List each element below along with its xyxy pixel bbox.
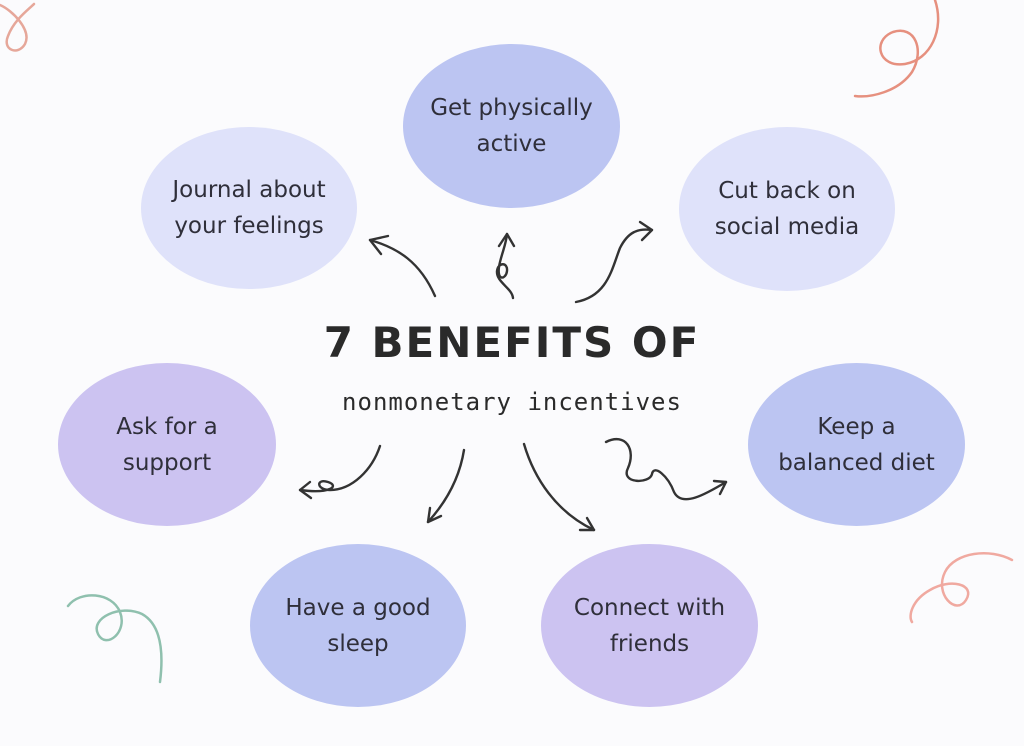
benefit-bubble-get-physically-active: Get physically active [403,44,620,208]
arrow-to-physically-active [495,232,515,300]
coral-squiggle-top-left [0,2,36,52]
pink-squiggle-bottom-right [909,552,1014,624]
diagram-subtitle: nonmonetary incentives [342,388,682,416]
arrow-to-sleep-head [426,506,443,524]
arrow-to-social-media-head [638,220,654,242]
arrow-to-social-media [574,228,654,304]
arrow-to-support-head [298,480,313,500]
benefit-bubble-diet: Keep a balanced diet [748,363,965,526]
arrow-to-friends [522,442,596,532]
coral-squiggle-top-right [853,0,940,98]
benefit-bubble-sleep: Have a good sleep [250,544,466,707]
benefit-bubble-support: Ask for a support [58,363,276,526]
arrow-to-diet [604,438,728,501]
arrow-to-sleep [426,448,466,524]
benefit-bubble-friends: Connect with friends [541,544,758,707]
arrow-to-journal [368,238,437,298]
arrow-to-journal-head [368,234,390,256]
benefit-bubble-journal: Journal about your feelings [141,127,357,289]
benefit-bubble-social-media: Cut back on social media [679,127,895,291]
arrow-to-support [298,444,382,493]
arrow-to-diet-head [712,479,728,496]
arrow-to-physically-active-head [497,232,516,248]
teal-squiggle-bottom-left [66,594,163,684]
diagram-title: 7 BENEFITS OF [323,318,701,367]
arrow-to-friends-head [578,516,596,532]
